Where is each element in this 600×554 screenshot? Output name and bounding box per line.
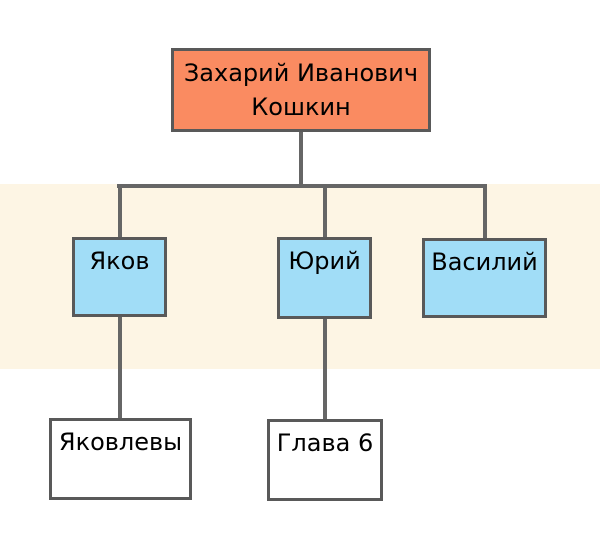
child-node-yuriy: Юрий bbox=[277, 237, 372, 319]
connector-root-stem bbox=[299, 132, 303, 188]
connector-rail bbox=[117, 184, 487, 188]
connector-drop-vasiliy bbox=[483, 184, 487, 238]
leaf-node-yakovlevy: Яковлевы bbox=[49, 418, 192, 500]
connector-drop-yakov bbox=[118, 184, 122, 237]
child-node-yakov: Яков bbox=[72, 237, 167, 317]
leaf-node-glava-6: Глава 6 bbox=[267, 419, 383, 501]
connector-yakov-to-yakovlevy bbox=[118, 317, 122, 418]
root-node-zakhariy-koshkin: Захарий Иванович Кошкин bbox=[171, 48, 431, 132]
connector-yuriy-to-glava6 bbox=[323, 319, 327, 419]
connector-drop-yuriy bbox=[323, 184, 327, 237]
child-node-vasiliy: Василий bbox=[422, 238, 547, 318]
